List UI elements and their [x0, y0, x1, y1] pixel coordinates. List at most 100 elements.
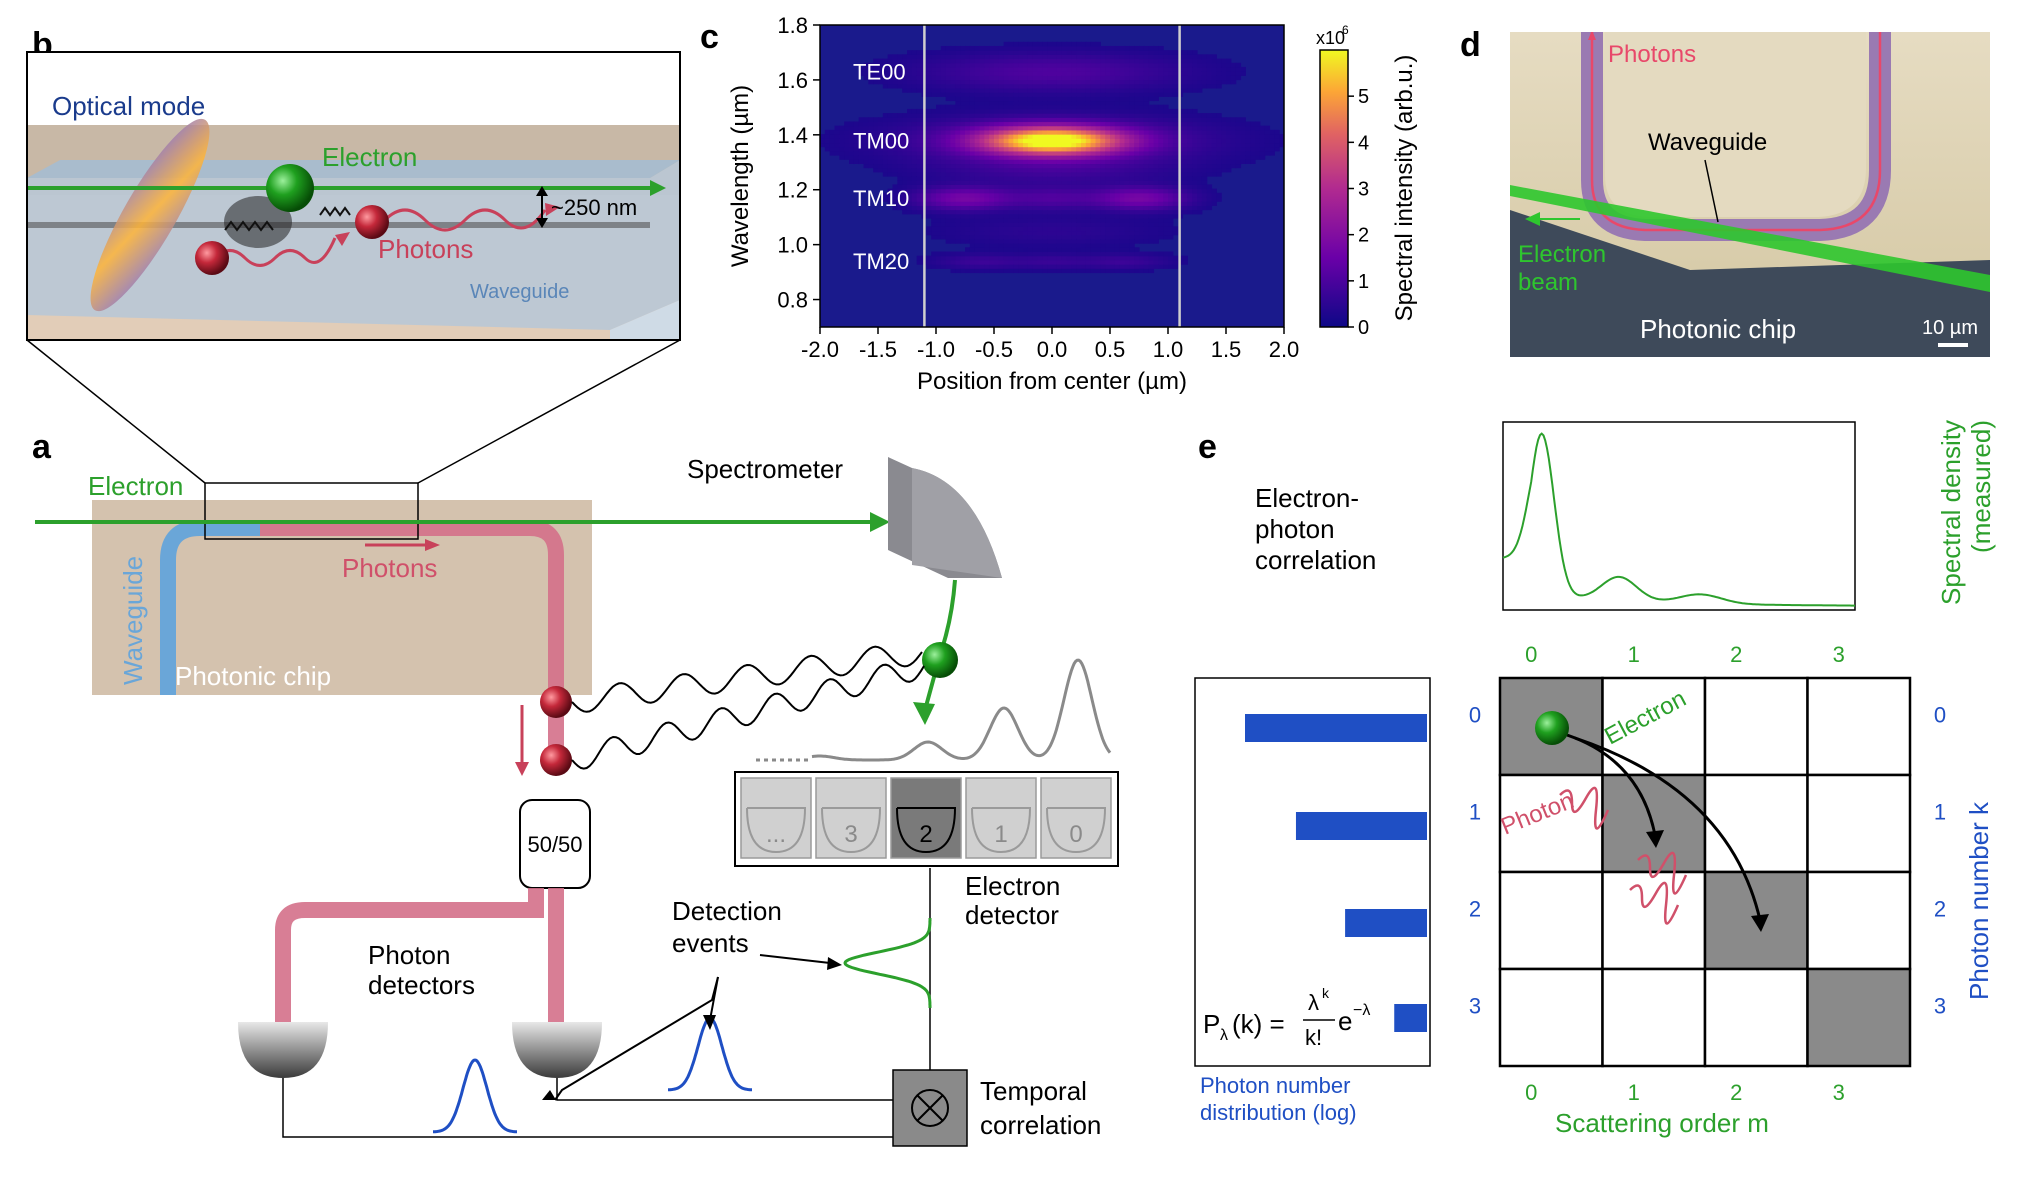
- heatmap-cell: [1119, 264, 1126, 269]
- electron-arrow-a: [870, 512, 890, 532]
- heatmap-cell: [965, 201, 971, 206]
- heatmap-cell: [887, 192, 894, 198]
- heatmap-cell: [1245, 125, 1251, 131]
- heatmap-cell: [1008, 138, 1014, 144]
- heatmap-cell: [1216, 138, 1222, 144]
- heatmap-cell: [911, 159, 918, 165]
- heatmap-cell: [965, 125, 971, 131]
- heatmap-cell: [1047, 75, 1053, 81]
- heatmap-cell: [1226, 150, 1232, 156]
- heatmap-cell: [1168, 50, 1174, 55]
- heatmap-cell: [1148, 54, 1155, 60]
- heatmap-cell: [1081, 192, 1087, 198]
- heatmap-cell: [902, 58, 908, 64]
- heatmap-cell: [907, 58, 913, 64]
- heatmap-cell: [1037, 167, 1043, 173]
- heatmap-cell: [1230, 62, 1237, 68]
- heatmap-cell: [1061, 100, 1068, 106]
- heatmap-cell: [1226, 75, 1232, 81]
- heatmap-cell: [1018, 62, 1024, 68]
- heatmap-cell: [1052, 142, 1058, 148]
- heatmap-cell: [887, 113, 894, 118]
- heatmap-cell: [931, 259, 937, 265]
- heatmap-cell: [984, 243, 990, 248]
- heatmap-cell: [1081, 66, 1087, 72]
- heatmap-cell: [969, 45, 976, 51]
- heatmap-cell: [1250, 121, 1256, 127]
- heatmap-cell: [1032, 264, 1039, 269]
- heatmap-cell: [1042, 54, 1048, 60]
- heatmap-cell: [897, 75, 903, 81]
- detection-events-label-2: events: [672, 928, 749, 958]
- heatmap-cell: [1168, 75, 1174, 81]
- heatmap-cell: [1139, 213, 1145, 219]
- heatmap-cell: [1129, 66, 1135, 72]
- heatmap-cell: [994, 222, 1000, 227]
- grid-cell: [1703, 676, 1809, 777]
- heatmap-cell: [1230, 75, 1237, 81]
- heatmap-cell: [1008, 142, 1014, 148]
- heatmap-cell: [1100, 226, 1106, 232]
- heatmap-cell: [1148, 138, 1155, 144]
- heatmap-cell: [1076, 71, 1082, 76]
- heatmap-cell: [1172, 176, 1179, 181]
- heatmap-cell: [1255, 142, 1261, 148]
- heatmap-cell: [936, 83, 942, 89]
- heatmap-cell: [1027, 176, 1034, 181]
- heatmap-cell: [955, 205, 961, 211]
- heatmap-cell: [1148, 150, 1155, 156]
- heatmap-cell: [1023, 125, 1029, 131]
- heatmap-cell: [1027, 171, 1034, 177]
- heatmap-cell: [1037, 180, 1043, 185]
- heatmap-cell: [1192, 50, 1198, 55]
- heatmap-cell: [1042, 150, 1048, 156]
- heatmap-cell: [979, 176, 985, 181]
- photon-detector-left: [238, 1022, 328, 1078]
- heatmap-cell: [969, 100, 976, 106]
- heatmap-cell: [1027, 243, 1034, 248]
- heatmap-cell: [1042, 50, 1048, 55]
- heatmap-cell: [1143, 180, 1150, 185]
- heatmap-cell: [1129, 176, 1135, 181]
- heatmap-cell: [984, 247, 990, 253]
- heatmap-cell: [974, 54, 981, 60]
- heatmap-cell: [926, 138, 932, 144]
- heatmap-cell: [1206, 134, 1213, 139]
- heatmap-cell: [989, 71, 995, 76]
- heatmap-cell: [873, 150, 879, 156]
- heatmap-cell: [1076, 176, 1082, 181]
- heatmap-cell: [1003, 217, 1010, 223]
- heatmap-cell: [979, 205, 985, 211]
- heatmap-cell: [998, 226, 1005, 232]
- heatmap-cell: [1100, 192, 1106, 198]
- heatmap-cell: [1071, 251, 1077, 257]
- heatmap-cell: [1003, 268, 1010, 274]
- grid-cell: [1703, 967, 1809, 1068]
- heatmap-cell: [1187, 180, 1193, 185]
- heatmap-cell: [1090, 184, 1097, 190]
- distance-label: ~250 nm: [551, 195, 637, 220]
- heatmap-cell: [1158, 45, 1164, 51]
- heatmap-cell: [1071, 230, 1077, 236]
- heatmap-cell: [1095, 62, 1101, 68]
- heatmap-cell: [897, 58, 903, 64]
- heatmap-cell: [1197, 180, 1203, 185]
- heatmap-cell: [1134, 226, 1140, 232]
- heatmap-cell: [936, 251, 942, 257]
- heatmap-cell: [984, 217, 990, 223]
- heatmap-cell: [974, 192, 981, 198]
- heatmap-cell: [1124, 79, 1130, 85]
- heatmap-cell: [979, 87, 985, 93]
- heatmap-cell: [969, 251, 976, 257]
- heatmap-cell: [955, 196, 961, 202]
- heatmap-cell: [989, 163, 995, 169]
- heatmap-cell: [1153, 142, 1159, 148]
- heatmap-cell: [931, 159, 937, 165]
- heatmap-cell: [1153, 205, 1159, 211]
- heatmap-cell: [994, 45, 1000, 51]
- heatmap-cell: [1047, 79, 1053, 85]
- heatmap-cell: [984, 113, 990, 118]
- heatmap-cell: [1139, 238, 1145, 244]
- heatmap-cell: [984, 213, 990, 219]
- heatmap-cell: [984, 167, 990, 173]
